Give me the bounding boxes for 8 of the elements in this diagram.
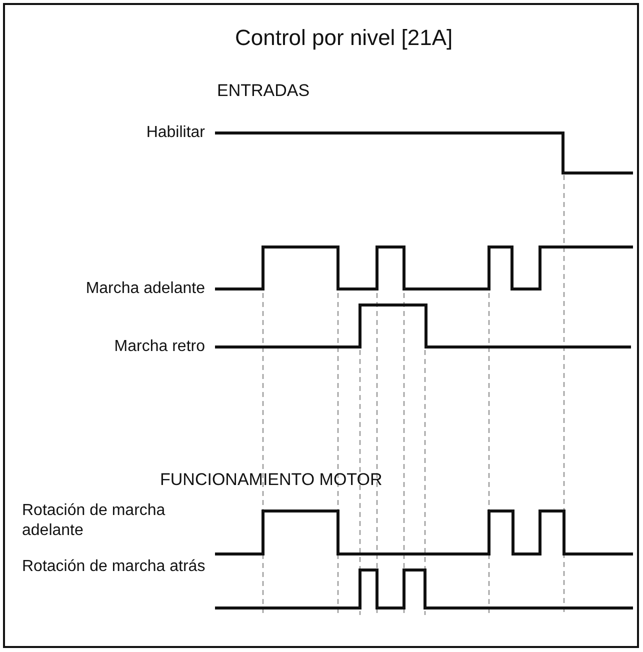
signal-label: Rotación de marcha atrás xyxy=(22,557,206,577)
diagram-title: Control por nivel [21A] xyxy=(235,25,453,51)
section-heading: FUNCIONAMIENTO MOTOR xyxy=(160,470,384,490)
section-heading: ENTRADAS xyxy=(217,81,311,101)
signal-label: Rotación de marcha adelante xyxy=(22,501,166,541)
signal-label: Marcha retro xyxy=(113,337,205,357)
signal-label: Habilitar xyxy=(145,123,205,143)
signal-label: Marcha adelante xyxy=(84,279,205,299)
